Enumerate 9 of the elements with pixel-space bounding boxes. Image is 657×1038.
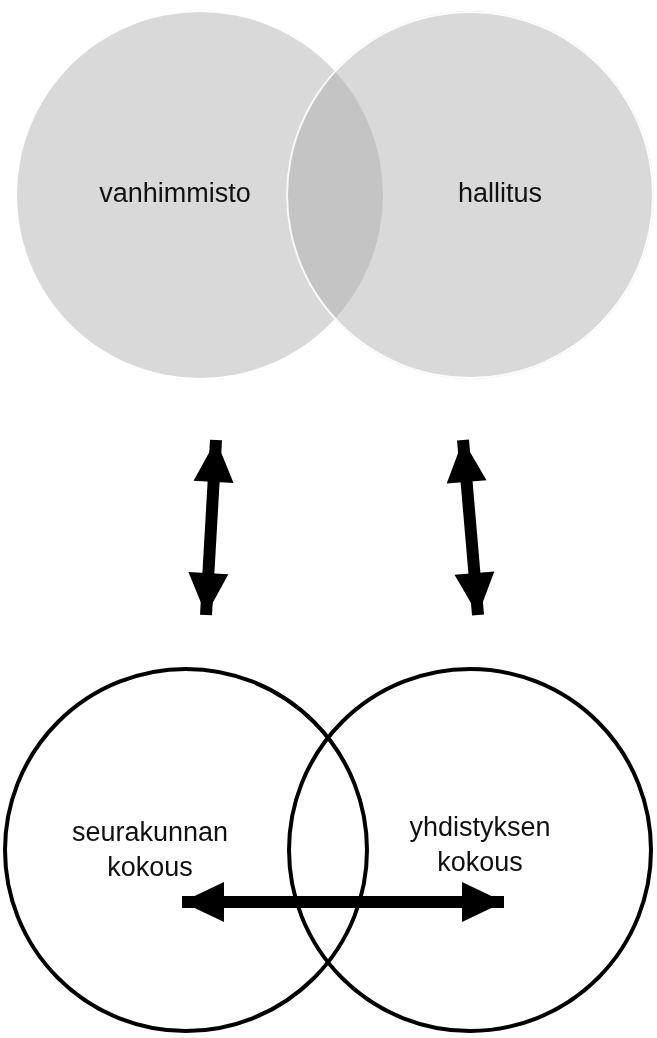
double-arrow: [182, 882, 504, 922]
outlined-circle: [3, 667, 369, 1033]
circle-label: yhdistyksen kokous: [408, 811, 552, 880]
double-arrow: [188, 439, 234, 616]
circle-label: vanhimmisto: [98, 177, 252, 210]
outlined-circle: [287, 667, 653, 1033]
circle-label: seurakunnan kokous: [70, 816, 230, 885]
double-arrow: [446, 439, 495, 616]
circle-label: hallitus: [456, 177, 543, 210]
